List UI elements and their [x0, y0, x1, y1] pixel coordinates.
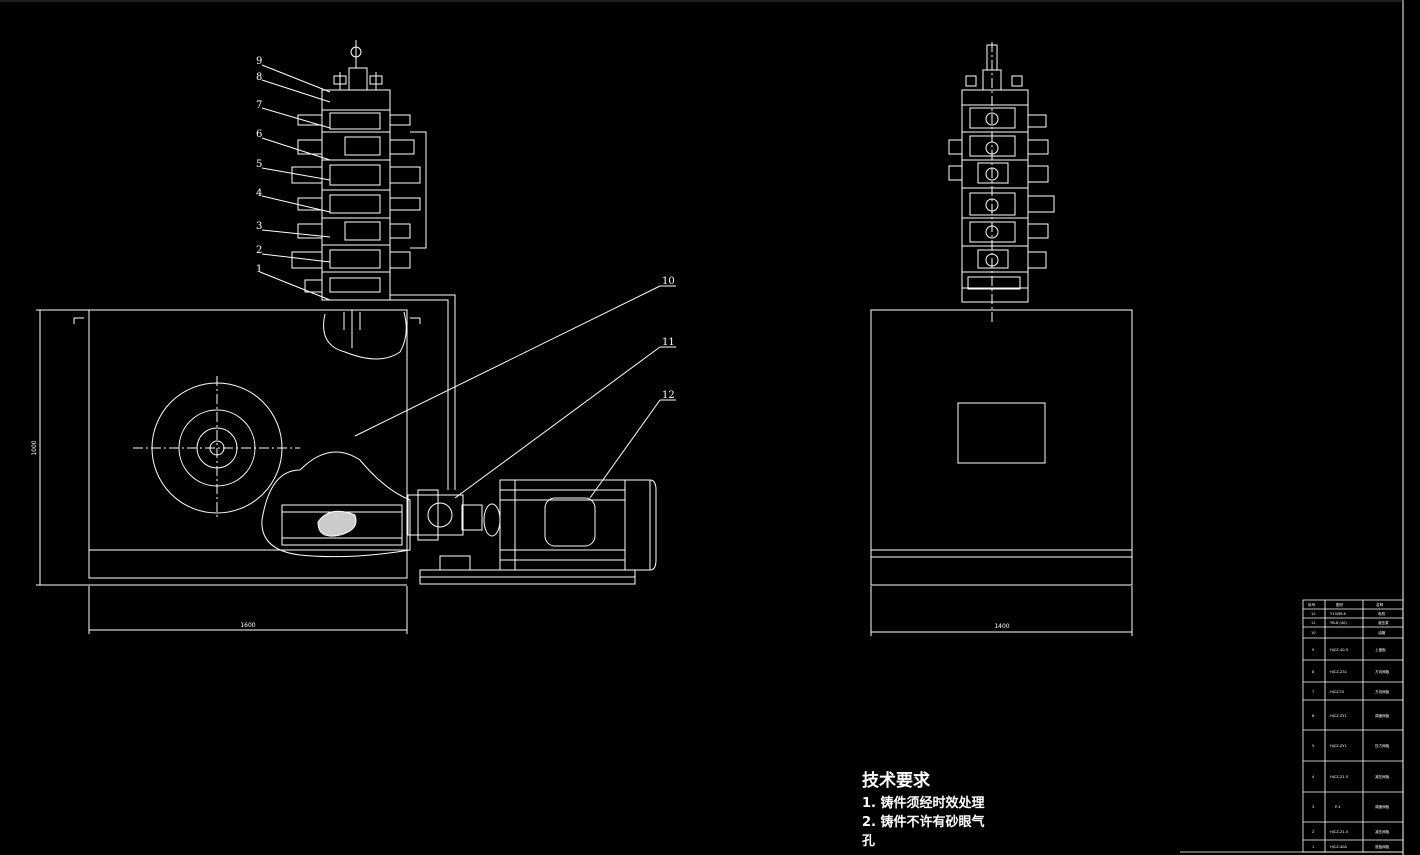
dim-front-height: 1000	[31, 440, 38, 455]
callout-11: 11	[662, 337, 675, 348]
callout-8: 8	[256, 72, 262, 83]
bom-row-name: 减压阀板	[1375, 774, 1390, 779]
bom-row-no: 10	[1311, 631, 1316, 635]
bom-row-name: 调速阀板	[1375, 804, 1390, 809]
parts-list	[1180, 599, 1404, 853]
bom-row-code: HJCZ-T0	[1330, 690, 1345, 694]
bom-row-no: 9	[1312, 648, 1315, 652]
bom-row-name: 液压泵	[1378, 620, 1389, 625]
bom-row-no: 11	[1311, 621, 1316, 625]
bom-row-no: 5	[1312, 744, 1314, 748]
dim-front-width: 1600	[240, 622, 255, 629]
bom-row-name: 油箱	[1378, 630, 1386, 635]
callout-7: 7	[256, 100, 262, 111]
bom-row-code: HJCZ-Z31	[1330, 670, 1347, 674]
bom-row-code: HJCZ-Z1.5	[1330, 775, 1348, 779]
inspection-cover	[957, 402, 1046, 464]
bom-row-code: HJCZ-ZY1	[1330, 714, 1347, 718]
technical-requirements: 技术要求 1. 铸件须经时效处理 2. 铸件不许有砂眼气 孔	[862, 766, 985, 851]
bom-row-no: 6	[1312, 714, 1315, 718]
bom-row-name: 减压阀板	[1375, 829, 1390, 834]
callout-1: 1	[256, 264, 262, 275]
requirement-item: 2. 铸件不许有砂眼气	[862, 815, 985, 830]
bom-row-code: HJCZ-Z1.5	[1330, 830, 1348, 834]
bom-header-name: 名称	[1376, 602, 1384, 607]
bom-row-name: 底板阀板	[1375, 844, 1390, 849]
bom-row-name: 压力阀板	[1375, 743, 1390, 748]
bom-row-code: HJCZ-ZY1	[1330, 744, 1347, 748]
bom-row-name: 方向阀板	[1375, 689, 1390, 694]
callout-9: 9	[256, 56, 262, 67]
bom-row-code: Y132M-6	[1330, 612, 1346, 616]
bom-row-no: 1	[1312, 845, 1314, 849]
side-tank	[870, 309, 1133, 586]
bom-row-code: HJCZ-40.3	[1330, 648, 1348, 652]
electric-motor	[499, 479, 651, 571]
callout-3: 3	[256, 221, 262, 232]
bom-row-no: 4	[1312, 775, 1315, 779]
dim-side-width: 1400	[994, 623, 1009, 630]
bom-row-code: YB-6 (40)	[1330, 621, 1347, 625]
bom-row-name: 上盖板	[1375, 647, 1386, 652]
bom-row-code: P-1	[1335, 805, 1341, 809]
side-valve-stack	[961, 89, 1029, 303]
parts-list-text: 序号 图号 名称 12 Y132M-6 电机 11 YB-6 (40) 液压泵 …	[1308, 602, 1390, 849]
bom-header-no: 序号	[1308, 602, 1316, 607]
bom-row-name: 方向阀板	[1375, 669, 1390, 674]
callout-10: 10	[662, 276, 675, 287]
bom-row-no: 2	[1312, 830, 1314, 834]
callout-5: 5	[256, 159, 262, 170]
callout-2: 2	[256, 245, 262, 256]
bom-header-code: 图号	[1336, 602, 1344, 607]
callout-12: 12	[662, 390, 675, 401]
bom-row-no: 8	[1312, 670, 1315, 674]
bom-row-no: 7	[1312, 690, 1314, 694]
bom-row-name: 调速阀板	[1375, 713, 1390, 718]
bom-row-code: HJCZ-40A	[1330, 845, 1348, 849]
bom-row-name: 电机	[1378, 611, 1386, 616]
callout-6: 6	[256, 129, 262, 140]
bom-row-no: 12	[1311, 612, 1316, 616]
callout-4: 4	[256, 188, 262, 199]
pump-coupling	[407, 494, 464, 536]
front-view	[36, 40, 676, 634]
bom-row-no: 3	[1312, 805, 1314, 809]
side-view	[870, 42, 1133, 636]
requirement-item: 孔	[862, 834, 876, 849]
requirements-title: 技术要求	[862, 771, 930, 791]
requirement-item: 1. 铸件须经时效处理	[862, 796, 985, 811]
